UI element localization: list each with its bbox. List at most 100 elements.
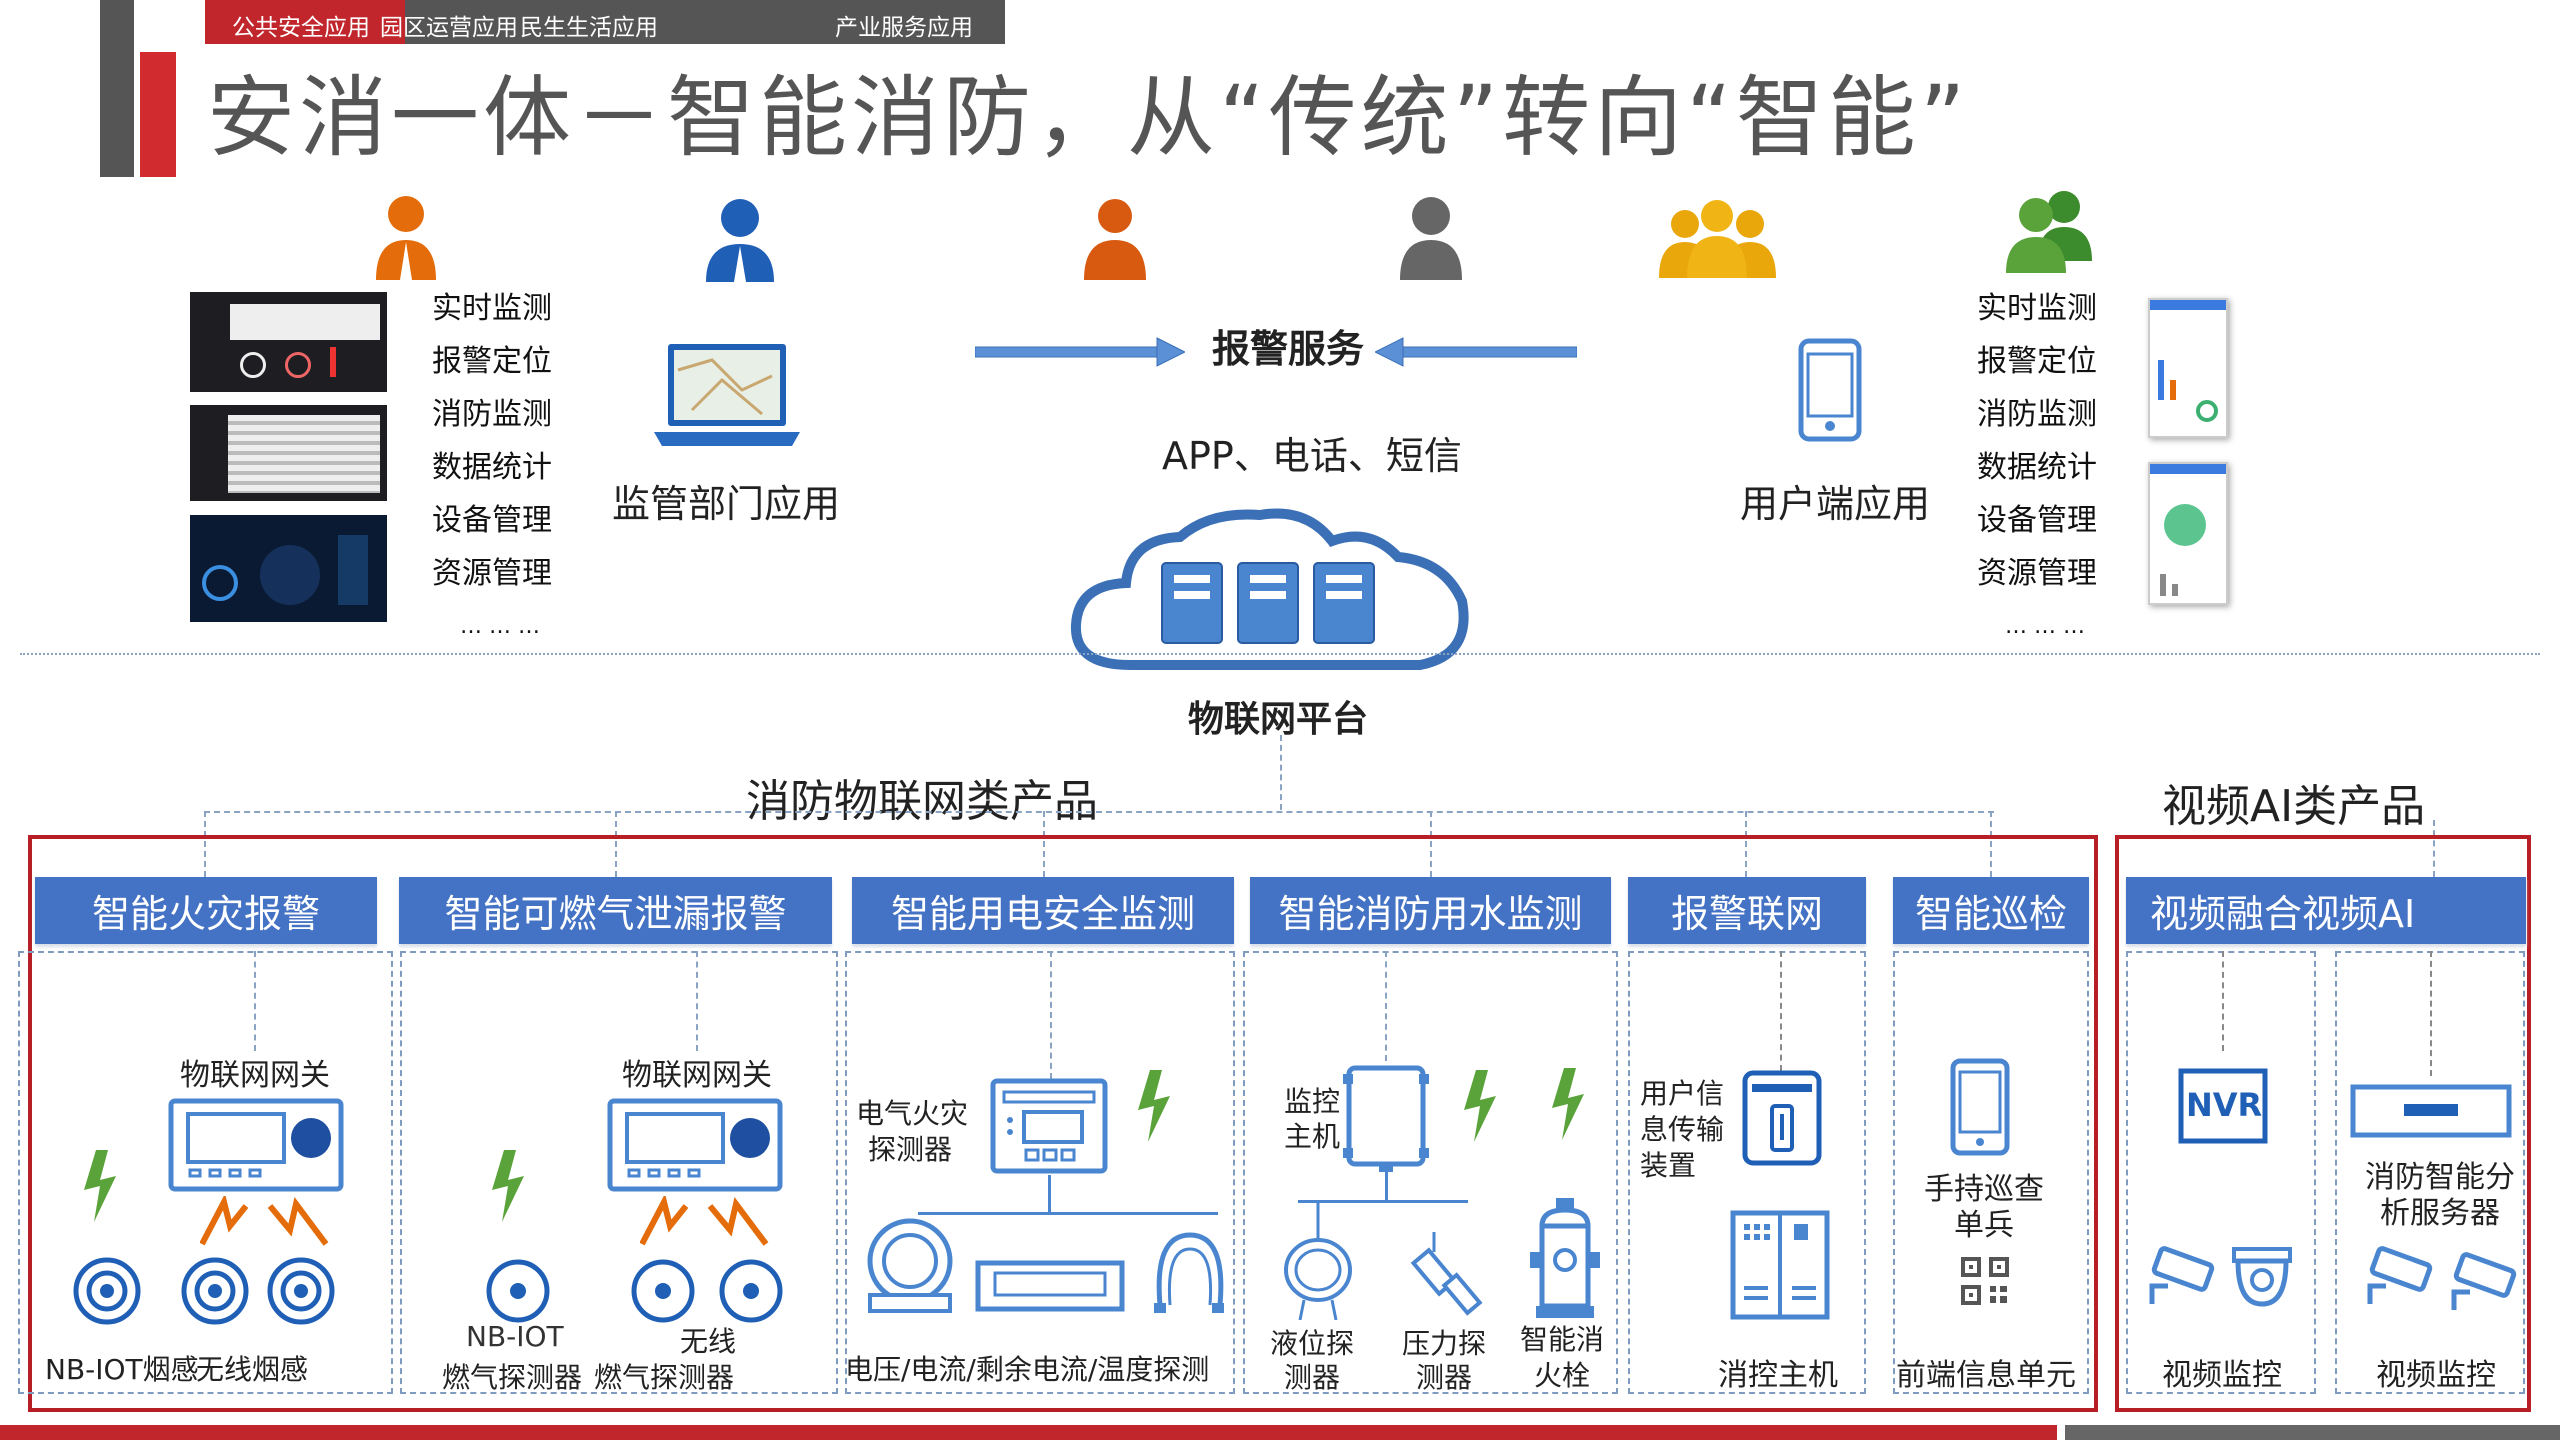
hydrant-label-1: 智能消	[1520, 1323, 1605, 1356]
temperature-probe-icon	[1154, 1232, 1224, 1313]
video-ai-group-box	[2115, 835, 2531, 1412]
nb-iot-gas-label-2: 燃气探测器	[442, 1361, 583, 1394]
signal-icon	[1464, 1070, 1496, 1142]
right-menu-item[interactable]: 报警定位	[1977, 344, 2097, 379]
gas-detector-icon	[631, 1259, 695, 1323]
signal-icon	[1552, 1068, 1584, 1140]
tab-active[interactable]	[205, 0, 405, 44]
iot-gateway-icon	[168, 1098, 344, 1192]
dashboard-screenshot-1	[190, 292, 387, 392]
cctv-camera-icon	[2451, 1252, 2517, 1310]
connector	[2430, 951, 2432, 1076]
electrical-bottom-label: 电压/电流/剩余电流/温度探测	[845, 1353, 1210, 1386]
cctv-camera-icon	[2149, 1246, 2215, 1304]
wireless-signal-icon	[200, 1196, 329, 1246]
left-menu-item[interactable]: 实时监测	[432, 291, 552, 326]
wireless-gas-label-2: 燃气探测器	[594, 1361, 735, 1394]
right-menu-item[interactable]: 数据统计	[1977, 450, 2097, 485]
right-menu-item: … … …	[2005, 614, 2085, 639]
level-sensor-icon	[1284, 1200, 1352, 1320]
monitor-host-label-1: 监控	[1284, 1085, 1341, 1118]
category-gas-leak[interactable]: 智能可燃气泄漏报警	[399, 877, 832, 944]
user-icon-orange-2	[1084, 199, 1146, 280]
group-icon-green	[2006, 191, 2092, 273]
left-menu-item[interactable]: 报警定位	[432, 344, 552, 379]
transmission-label-3: 装置	[1640, 1149, 1697, 1182]
section-separator	[20, 653, 2540, 655]
pressure-sensor-icon	[1410, 1232, 1483, 1316]
group-title-video-ai: 视频AI类产品	[2162, 781, 2426, 832]
sensor-bus-drop	[1048, 1175, 1051, 1215]
connector	[1990, 811, 1992, 877]
fire-hydrant-icon	[1530, 1198, 1600, 1318]
left-menu-item[interactable]: 设备管理	[432, 503, 552, 538]
connector	[1745, 811, 1747, 877]
connector	[1430, 811, 1432, 877]
panel-electrical	[845, 951, 1235, 1394]
sensor-bus-line	[1298, 1200, 1468, 1203]
category-electrical-safety[interactable]: 智能用电安全监测	[852, 877, 1234, 944]
electrical-detector-icon	[990, 1078, 1108, 1174]
nb-iot-gas-label-1: NB-IOT	[466, 1320, 564, 1353]
fire-iot-group-box	[28, 835, 2098, 1412]
smoke-detector-icon	[181, 1257, 249, 1325]
iot-platform-label: 物联网平台	[1188, 699, 1369, 740]
category-alarm-network[interactable]: 报警联网	[1628, 877, 1866, 944]
bottom-bar-red	[0, 1425, 2057, 1440]
transmission-device-icon	[1742, 1070, 1822, 1166]
left-feature-menu: 实时监测 报警定位 消防监测 数据统计 设备管理 资源管理 … … …	[432, 282, 552, 653]
fire-control-host-icon	[1730, 1210, 1830, 1320]
right-menu-item[interactable]: 设备管理	[1977, 503, 2097, 538]
signal-icon	[492, 1150, 524, 1222]
signal-icon	[84, 1150, 116, 1222]
panel-patrol	[1893, 951, 2089, 1394]
right-menu-item[interactable]: 实时监测	[1977, 291, 2097, 326]
supervision-app-label: 监管部门应用	[612, 482, 841, 526]
connector	[2433, 820, 2435, 877]
alarm-service-label: 报警服务	[1212, 327, 1365, 371]
iot-gateway-icon	[607, 1098, 783, 1192]
category-video-ai[interactable]: 视频融合视频AI	[2126, 877, 2526, 944]
monitor-host-icon	[1343, 1065, 1429, 1172]
video-monitor-label-1: 视频监控	[2162, 1358, 2282, 1393]
left-menu-item: … … …	[460, 614, 540, 639]
connector	[1043, 811, 1045, 877]
nvr-icon	[2178, 1068, 2268, 1144]
panel-gas-leak	[400, 951, 838, 1394]
tab-park-ops[interactable]: 园区运营应用	[380, 15, 518, 41]
right-feature-menu: 实时监测 报警定位 消防监测 数据统计 设备管理 资源管理 … … …	[1977, 282, 2097, 653]
sensor-bus-line	[918, 1212, 1218, 1215]
wireless-signal-icon	[640, 1196, 769, 1246]
right-menu-item[interactable]: 消防监测	[1977, 397, 2097, 432]
connector	[615, 811, 617, 877]
right-menu-item[interactable]: 资源管理	[1977, 556, 2097, 591]
left-menu-item[interactable]: 数据统计	[432, 450, 552, 485]
connector	[1780, 951, 1782, 1071]
cloud-servers-icon	[1070, 508, 1469, 670]
user-app-label: 用户端应用	[1740, 482, 1931, 526]
dome-camera-icon	[2232, 1247, 2292, 1307]
level-sensor-label-2: 测器	[1284, 1361, 1341, 1394]
monitor-host-label-2: 主机	[1284, 1120, 1341, 1153]
connector	[1280, 735, 1282, 810]
handheld-device-icon	[1950, 1058, 2010, 1156]
dashboard-screenshot-2	[190, 405, 387, 501]
smoke-detector-icon	[267, 1257, 335, 1325]
left-menu-item[interactable]: 资源管理	[432, 556, 552, 591]
dashboard-screenshot-3	[190, 515, 387, 622]
cctv-camera-icon	[2367, 1246, 2433, 1304]
front-info-unit-label: 前端信息单元	[1896, 1358, 2076, 1393]
gateway-label-1: 物联网网关	[180, 1058, 330, 1093]
tab-livelihood[interactable]: 民生生活应用	[520, 15, 658, 41]
title-bar-grey	[100, 0, 134, 177]
category-water-monitor[interactable]: 智能消防用水监测	[1250, 877, 1611, 944]
group-icon-yellow	[1659, 200, 1776, 278]
category-smart-patrol[interactable]: 智能巡检	[1893, 877, 2089, 944]
connector	[204, 811, 1994, 813]
qr-code-icon	[1961, 1257, 2009, 1305]
tab-industry[interactable]: 产业服务应用	[835, 15, 973, 41]
mobile-screenshot-2	[2148, 462, 2228, 605]
tab-public-safety[interactable]: 公共安全应用	[232, 15, 370, 41]
category-fire-alarm[interactable]: 智能火灾报警	[35, 877, 377, 944]
left-menu-item[interactable]: 消防监测	[432, 397, 552, 432]
